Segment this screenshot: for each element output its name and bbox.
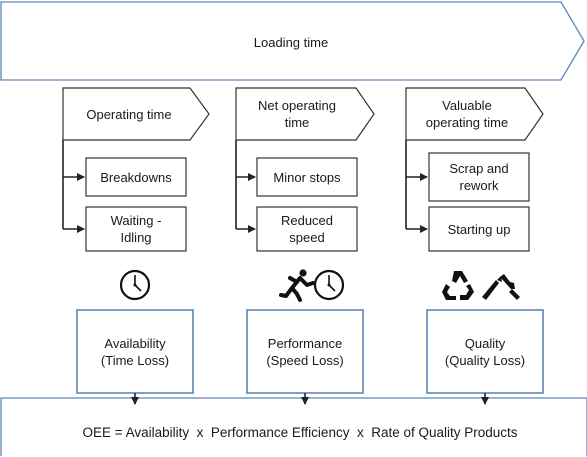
- recycle-icon: [442, 271, 474, 300]
- header-valuable-operating-time: Valuable operating time: [425, 98, 509, 130]
- clock-icon: [119, 269, 151, 301]
- valuable-operating-time-arrow-box: [405, 87, 544, 141]
- header-net-operating-time: Net operating time: [257, 98, 337, 130]
- oee-banner: [0, 397, 587, 456]
- loss-box-breakdowns: [85, 157, 187, 197]
- metric-label-availability: Availability (Time Loss): [100, 335, 170, 368]
- net-operating-time-arrow-box: [235, 87, 375, 141]
- loss-label-minor-stops: Minor stops: [273, 169, 341, 185]
- loss-label-reduced-speed: Reduced speed: [280, 213, 334, 245]
- loss-label-starting-up: Starting up: [447, 221, 511, 237]
- oee-formula: OEE = Availability x Performance Efficie…: [82, 424, 518, 440]
- metric-box-availability: [76, 309, 194, 394]
- header-operating-time: Operating time: [86, 106, 172, 122]
- loss-box-reduced-speed: [256, 206, 358, 252]
- metric-box-quality: [426, 309, 544, 394]
- loss-box-starting-up: [428, 206, 530, 252]
- loss-box-waiting-idling: [85, 206, 187, 252]
- broken-part-icon: [482, 274, 520, 300]
- metric-label-quality: Quality (Quality Loss): [444, 335, 526, 368]
- loss-box-scrap-rework: [428, 152, 530, 202]
- metric-label-performance: Performance (Speed Loss): [266, 335, 344, 368]
- loss-label-waiting-idling: Waiting - Idling: [110, 213, 162, 245]
- runner-icon: [279, 269, 315, 302]
- loading-time-label: Loading time: [253, 34, 329, 50]
- loss-label-scrap-rework: Scrap and rework: [449, 161, 509, 193]
- loss-box-minor-stops: [256, 157, 358, 197]
- loss-label-breakdowns: Breakdowns: [100, 169, 172, 185]
- metric-box-performance: [246, 309, 364, 394]
- operating-time-arrow-box: [62, 87, 210, 141]
- clock-icon-2: [313, 269, 345, 301]
- loading-time-banner: [0, 1, 585, 81]
